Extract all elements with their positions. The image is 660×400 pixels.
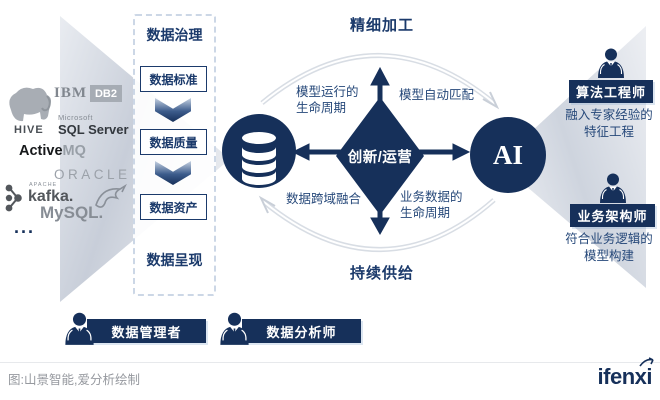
cycle-bottom-label: 持续供给: [349, 265, 414, 282]
label-auto-match: 模型自动匹配: [399, 88, 475, 102]
governance-panel: 数据治理 数据标准 数据质量 数据资产 数据呈现: [133, 14, 216, 296]
ibm-db2-logo: IBM DB2: [54, 85, 122, 102]
mysql-logo: MySQL.: [40, 183, 132, 223]
person-icon: [219, 312, 250, 346]
mysql-dolphin-icon: [95, 183, 127, 208]
oracle-logo: ORACLE: [54, 167, 131, 182]
kafka-mark-icon: [5, 184, 22, 212]
person-icon: [64, 312, 95, 346]
governance-title: 数据治理: [146, 27, 203, 43]
governance-step-quality: 数据质量: [140, 129, 207, 155]
more-sources-ellipsis: ...: [14, 217, 36, 237]
presentation-label: 数据呈现: [146, 252, 203, 268]
person-icon: [597, 47, 625, 79]
label-business-lifecycle: 业务数据的 生命周期: [400, 190, 463, 221]
label-cross-domain: 数据跨域融合: [286, 192, 362, 206]
sqlserver-label: SQL Server: [58, 122, 129, 137]
hive-label: HIVE: [14, 124, 44, 136]
footer-caption: 图:山景智能,爱分析绘制: [8, 373, 140, 387]
chevron-down-icon: [155, 161, 191, 185]
cycle-top-label: 精细加工: [349, 17, 414, 34]
microsoft-label: Microsoft: [58, 113, 93, 122]
activemq-label-active: Active: [19, 143, 63, 159]
expert-title: 业务架构师: [570, 204, 655, 227]
expert-title: 算法工程师: [569, 80, 653, 103]
db2-badge: DB2: [90, 85, 122, 102]
governance-step-standard: 数据标准: [140, 66, 207, 92]
activemq-label-mq: MQ: [62, 143, 86, 159]
label-model-lifecycle: 模型运行的 生命周期: [296, 85, 359, 116]
innovation-label: 创新/运营: [347, 149, 413, 166]
database-icon: [222, 114, 296, 188]
kafka-label: kafka.: [28, 188, 74, 205]
kafka-logo: APACHE kafka.: [3, 180, 83, 216]
ai-label: AI: [492, 139, 523, 170]
ai-circle: AI: [470, 117, 546, 193]
sqlserver-logo: Microsoft SQL Server: [58, 113, 144, 137]
person-icon: [599, 172, 627, 204]
brand-logo: ifenxi: [597, 357, 654, 390]
expert-desc: 符合业务逻辑的 模型构建: [565, 232, 653, 263]
governance-step-asset: 数据资产: [140, 194, 207, 220]
expert-desc: 融入专家经验的 特征工程: [565, 108, 653, 139]
footer-divider: [0, 362, 660, 363]
activemq-logo: ActiveMQ: [19, 142, 86, 160]
hive-elephant-icon: [9, 87, 52, 122]
operator-label: 数据管理者: [87, 319, 206, 343]
chevron-down-icon: [155, 98, 191, 122]
operator-label: 数据分析师: [242, 319, 361, 343]
ibm-label: IBM: [54, 85, 87, 101]
hive-logo: HIVE: [4, 82, 60, 136]
brand-swoosh-icon: [639, 357, 654, 367]
apache-label: APACHE: [29, 182, 58, 188]
brand-text: ifenxi: [597, 364, 653, 389]
mysql-label: MySQL.: [40, 203, 104, 222]
